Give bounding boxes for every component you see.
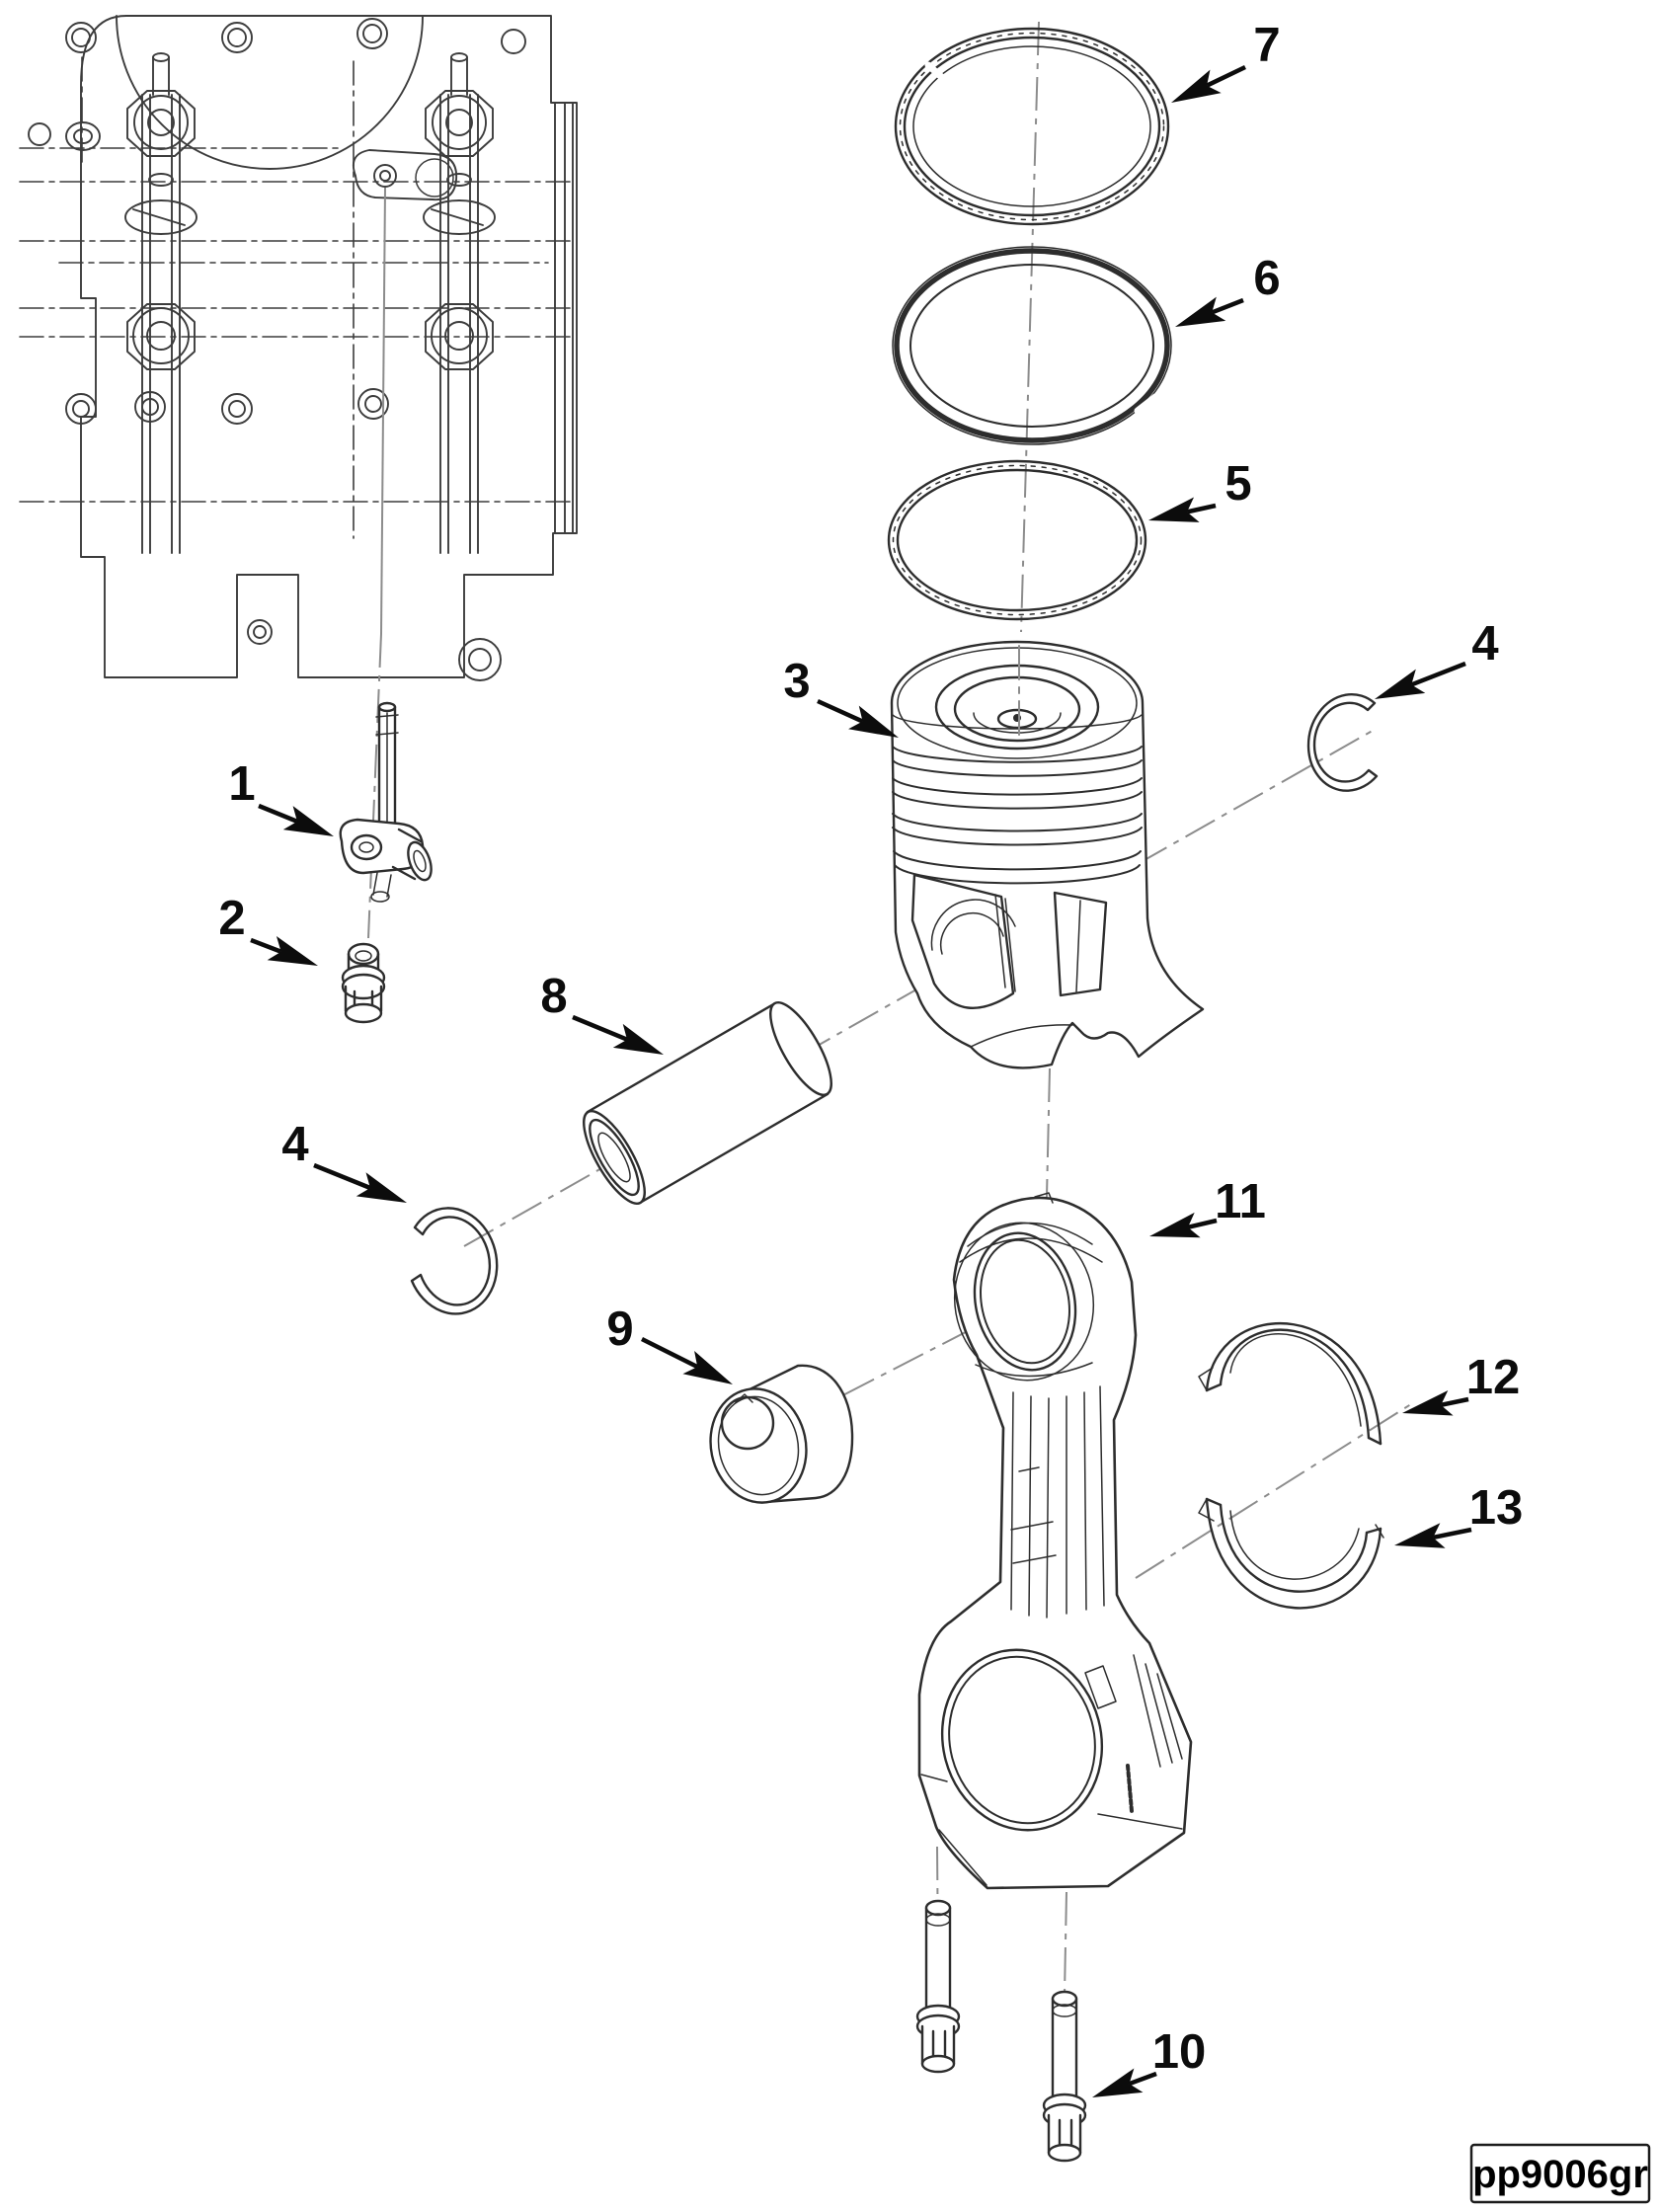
piston-ring-top-drawing	[894, 27, 1170, 226]
callout-number: 4	[1471, 617, 1498, 671]
callout-1: 1	[228, 757, 334, 836]
callout-6: 6	[1175, 252, 1281, 327]
callout-7: 7	[1171, 19, 1281, 103]
piston-skirt-window	[910, 873, 1108, 1048]
piston-ring-grooves	[892, 746, 1143, 885]
oil-ring-drawing	[887, 459, 1152, 621]
snap-ring-left-drawing	[410, 1207, 499, 1315]
callout-arrowhead	[682, 1351, 733, 1384]
block-centerlines	[19, 56, 574, 539]
callout-number: 7	[1253, 19, 1280, 72]
callout-4-left: 4	[281, 1118, 407, 1203]
block-holes	[28, 18, 526, 681]
rod-bolt-right-drawing	[1042, 1990, 1087, 2163]
bolt-leader-right	[1064, 1891, 1067, 1996]
callout-arrowhead	[1171, 69, 1222, 103]
block-column-right	[423, 52, 496, 554]
block-column-left	[124, 52, 198, 554]
callout-9: 9	[606, 1303, 733, 1384]
callout-number: 12	[1466, 1351, 1521, 1404]
callout-10: 10	[1092, 2025, 1206, 2097]
callout-arrowhead	[1175, 296, 1226, 327]
callout-4-right: 4	[1375, 617, 1499, 699]
bushing-drawing	[709, 1364, 854, 1504]
rod-cap-striations	[1133, 1654, 1183, 1768]
callout-8: 8	[540, 970, 664, 1055]
figure-code-badge: pp9006gr	[1469, 2143, 1651, 2204]
block-nozzle-pad	[352, 149, 458, 201]
snap-ring-right-drawing	[1306, 692, 1379, 792]
callout-number: 8	[540, 970, 567, 1023]
callout-arrowhead	[282, 806, 334, 836]
callout-arrowhead	[1092, 2068, 1144, 2097]
callout-arrow-shaft	[572, 1014, 628, 1042]
rod-bolt-left-drawing	[915, 1899, 961, 2074]
callout-number: 5	[1224, 457, 1251, 511]
block-column-edge	[554, 102, 574, 534]
piston-drawing	[890, 640, 1205, 1069]
callout-number: 3	[783, 655, 810, 708]
callout-arrow-shaft	[1432, 1527, 1472, 1540]
callout-number: 2	[218, 892, 245, 945]
callout-11: 11	[1149, 1175, 1266, 1238]
callout-arrowhead	[1148, 497, 1200, 522]
callout-5: 5	[1148, 457, 1252, 522]
callout-number: 4	[281, 1118, 308, 1171]
callout-arrow-shaft	[250, 937, 282, 954]
piston-rod-axis	[1046, 1067, 1051, 1198]
callout-3: 3	[783, 655, 899, 738]
ring-stack-axis	[1020, 21, 1040, 633]
callout-number: 11	[1215, 1175, 1266, 1228]
rod-cast-mark	[1126, 1764, 1134, 1813]
callout-number: 1	[228, 757, 255, 811]
callout-arrowhead	[1402, 1390, 1454, 1416]
callout-arrow-shaft	[1186, 503, 1217, 514]
callout-arrowhead	[356, 1172, 407, 1203]
callout-arrow-shaft	[1128, 2071, 1157, 2087]
callout-arrowhead	[1149, 1212, 1201, 1238]
connecting-rod-drawing	[917, 1192, 1193, 1890]
callout-arrow-shaft	[313, 1162, 371, 1191]
callout-arrowhead	[1394, 1523, 1446, 1548]
piston-pin-drawing	[583, 1001, 832, 1205]
crank-bore-axis	[1135, 1401, 1415, 1579]
engine-block-drawing	[19, 15, 578, 681]
rod-shank-ribs	[1010, 1385, 1105, 1619]
callout-arrow-shaft	[817, 698, 864, 724]
piston-bowl	[934, 664, 1100, 750]
callout-arrowhead	[267, 936, 318, 966]
callout-arrowhead	[1375, 669, 1426, 699]
rod-bearing-tang-slot	[1084, 1665, 1117, 1709]
figure-code-text: pp9006gr	[1472, 2153, 1648, 2196]
callout-13: 13	[1394, 1481, 1523, 1548]
bearing-shell-upper-drawing	[1198, 1322, 1382, 1446]
axis-centerlines	[367, 21, 1415, 1996]
callout-arrow-shaft	[1410, 661, 1466, 687]
cooling-nozzle-drawing	[339, 701, 433, 903]
bearing-shell-lower-drawing	[1198, 1497, 1384, 1610]
figure-code-box	[1469, 2143, 1651, 2204]
nozzle-leader-line	[380, 187, 386, 635]
callout-arrow-shaft	[640, 1336, 699, 1370]
callout-arrow-shaft	[258, 803, 298, 824]
callout-2: 2	[218, 892, 318, 966]
callout-12: 12	[1402, 1351, 1521, 1416]
callout-arrowhead	[612, 1023, 664, 1055]
callout-arrow-shaft	[1440, 1396, 1469, 1408]
nozzle-axis	[367, 633, 382, 939]
callout-number: 6	[1253, 252, 1280, 305]
callout-number: 13	[1469, 1481, 1524, 1535]
nozzle-bolt-drawing	[341, 942, 386, 1024]
piston-ring-middle-drawing	[892, 246, 1172, 445]
callout-arrow-shaft	[1187, 1218, 1218, 1230]
callout-arrow-shaft	[1211, 297, 1244, 315]
callout-number: 10	[1152, 2025, 1207, 2079]
callout-arrowhead	[848, 705, 899, 738]
callout-arrow-shaft	[1206, 64, 1246, 88]
callout-number: 9	[606, 1303, 633, 1356]
